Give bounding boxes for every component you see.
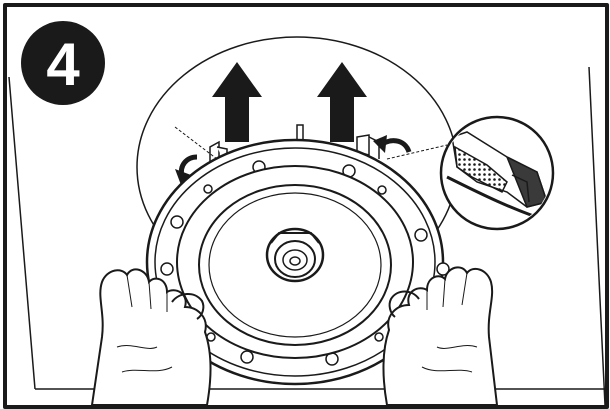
flange-hole bbox=[436, 262, 450, 276]
tweeter bbox=[265, 227, 325, 283]
flange-hole bbox=[240, 350, 254, 364]
right-hand bbox=[382, 266, 499, 405]
arrow-up-icon bbox=[317, 62, 367, 142]
step-badge bbox=[21, 21, 105, 105]
screw bbox=[203, 184, 213, 194]
left-hand bbox=[90, 268, 212, 405]
flange-holes bbox=[160, 160, 450, 366]
flange-hole bbox=[160, 262, 174, 276]
flange-screws bbox=[203, 184, 387, 342]
rotate-arrow-icon bbox=[174, 126, 218, 185]
magnifier-detail-icon bbox=[439, 115, 555, 231]
speaker-install-diagram: 4 bbox=[8, 21, 605, 405]
flange-hole bbox=[170, 215, 184, 229]
step-number: 4 bbox=[46, 31, 80, 98]
illustration-frame: 4 bbox=[3, 3, 609, 409]
screw bbox=[377, 185, 387, 195]
screw bbox=[374, 332, 384, 342]
arrow-up-icon bbox=[212, 62, 262, 142]
rotate-arrow-icon bbox=[373, 135, 448, 160]
flange-hole bbox=[414, 228, 428, 242]
